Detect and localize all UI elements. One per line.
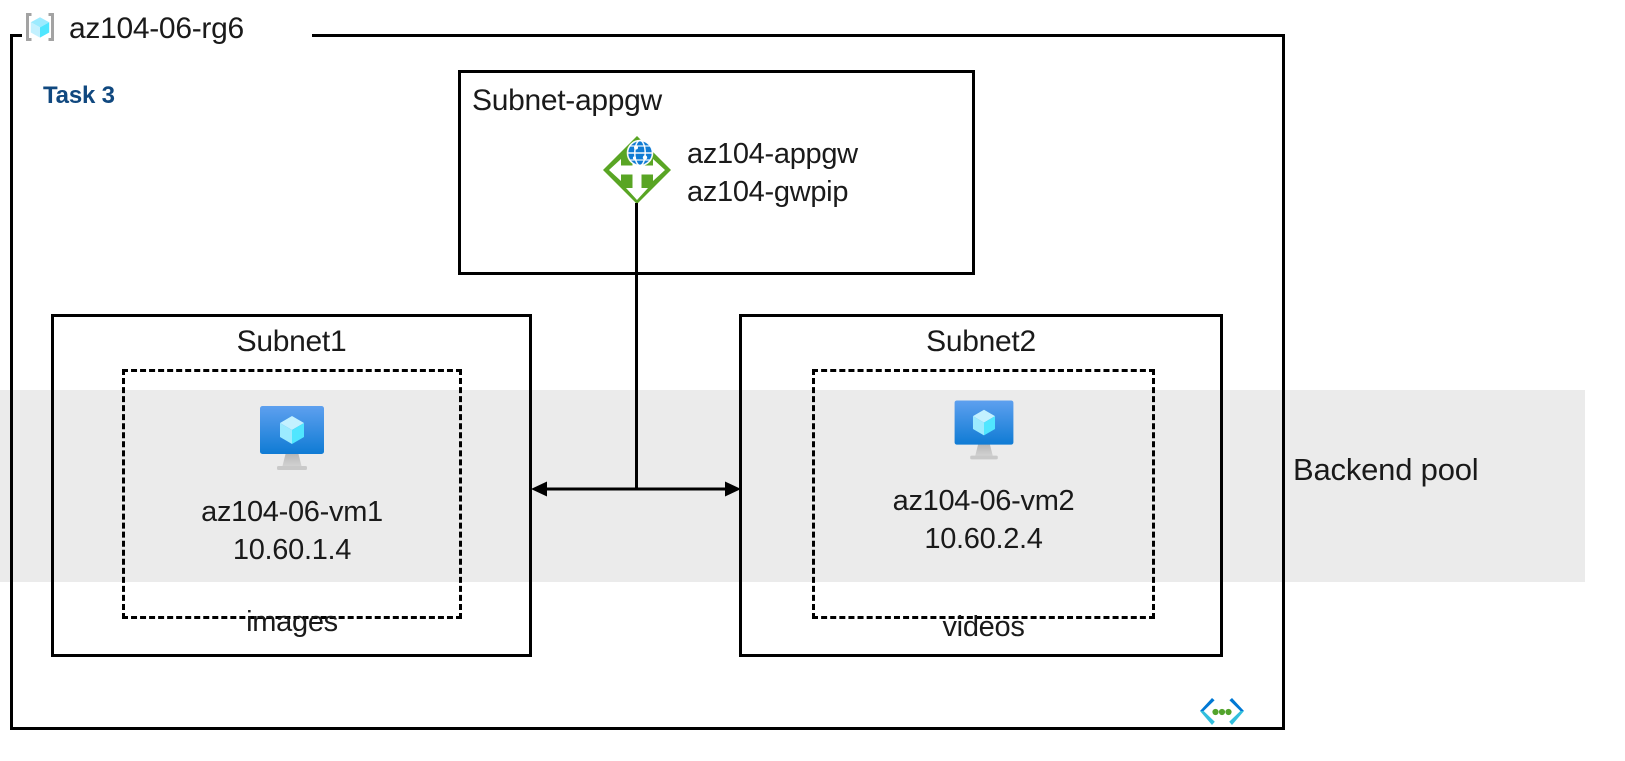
- subnet-appgw-title: Subnet-appgw: [472, 84, 662, 117]
- subnet2-title: Subnet2: [926, 325, 1036, 358]
- resource-group-name: az104-06-rg6: [69, 12, 244, 45]
- virtual-network-icon: [1195, 694, 1249, 730]
- virtual-machine-icon: [253, 400, 331, 479]
- vm2-name: az104-06-vm2: [892, 485, 1075, 517]
- backend-pool-label: Backend pool: [1293, 452, 1479, 487]
- virtual-machine-2: az104-06-vm2 10.60.2.4: [812, 395, 1155, 558]
- resource-group-boundary: [10, 34, 1285, 730]
- subnet-appgw-boundary: [458, 70, 975, 275]
- subnet2-footer-label: videos: [942, 611, 1025, 643]
- vm2-ip-address: 10.60.2.4: [924, 523, 1043, 555]
- task-label: Task 3: [43, 82, 115, 109]
- subnet1-boundary: [51, 314, 532, 657]
- subnet1-footer-label: images: [246, 606, 338, 638]
- resource-group-icon: [22, 9, 58, 50]
- subnet2-boundary: [739, 314, 1223, 657]
- gwpip-resource-name: az104-gwpip: [687, 175, 849, 208]
- vm1-ip-address: 10.60.1.4: [232, 534, 352, 566]
- vm1-name: az104-06-vm1: [201, 496, 383, 528]
- subnet2-vm-group: [812, 369, 1155, 619]
- resource-group-header-notch: [22, 22, 312, 48]
- application-gateway-icon: [600, 133, 674, 212]
- appgw-resource-name: az104-appgw: [687, 137, 858, 170]
- subnet1-title: Subnet1: [236, 325, 347, 358]
- appgw-connector-line: [635, 203, 638, 490]
- virtual-machine-icon: [948, 395, 1020, 468]
- subnet1-vm-group: [122, 369, 462, 619]
- virtual-machine-1: az104-06-vm1 10.60.1.4: [122, 400, 462, 569]
- subnet-link-arrow: [530, 475, 742, 503]
- application-gateway-labels: az104-appgw az104-gwpip: [687, 135, 858, 211]
- resource-group-header: az104-06-rg6: [22, 6, 244, 52]
- application-gateway-node: az104-appgw az104-gwpip: [600, 133, 858, 212]
